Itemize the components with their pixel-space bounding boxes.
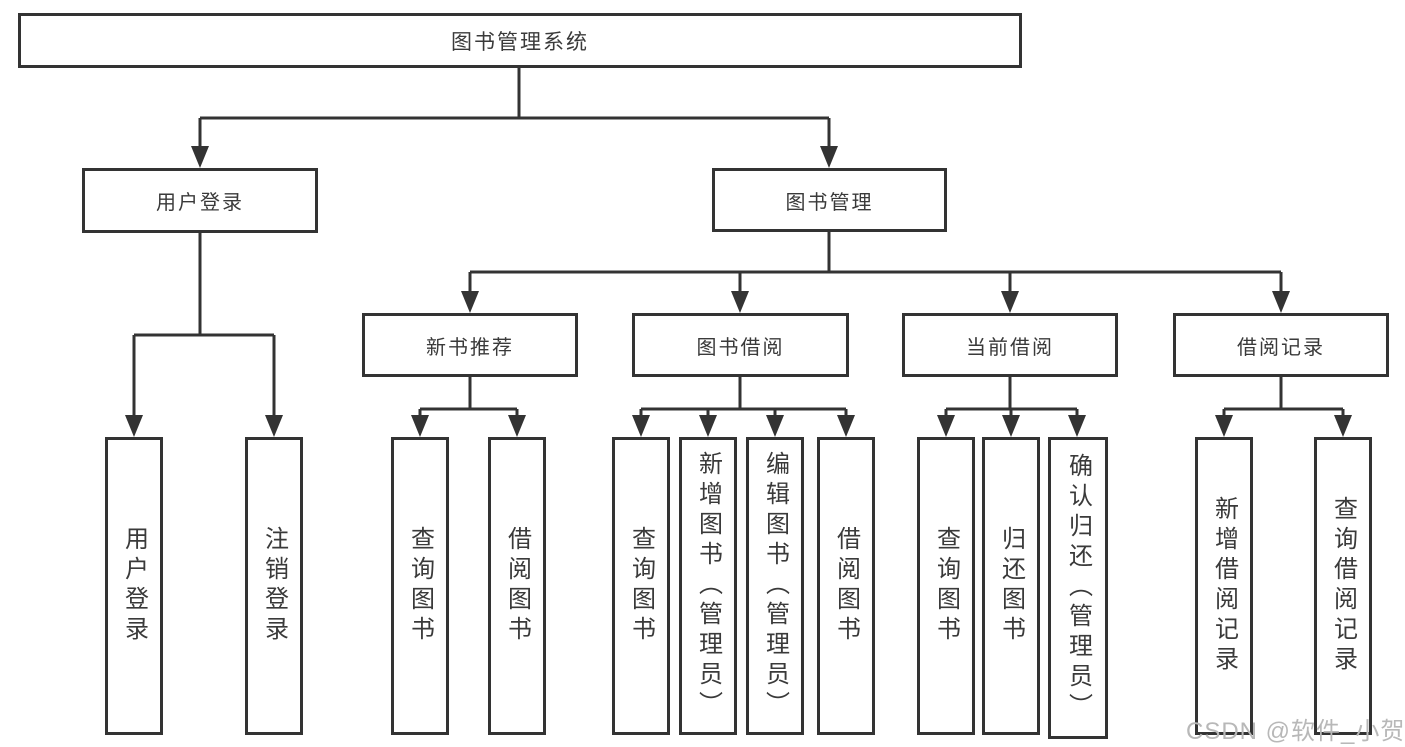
leaf-user-login: 用户登录 — [105, 437, 163, 735]
node-book-management: 图书管理 — [712, 168, 947, 232]
node-label: 借阅记录 — [1237, 336, 1325, 359]
leaf-borrow-books: 借阅图书 — [817, 437, 875, 735]
leaf-query-books: 查询图书 — [917, 437, 975, 735]
leaf-add-books-admin: 新增图书（管理员） — [679, 437, 737, 735]
node-label: 新增借阅记录 — [1210, 496, 1238, 676]
node-new-book-recommend: 新书推荐 — [362, 313, 578, 377]
node-label: 新增图书（管理员） — [694, 451, 722, 721]
node-label: 图书借阅 — [696, 336, 785, 359]
leaf-query-books: 查询图书 — [612, 437, 670, 735]
csdn-watermark: CSDN @软件_小贺同学 — [1186, 718, 1405, 745]
node-label: 归还图书 — [997, 526, 1025, 646]
connector-lines — [132, 68, 1345, 419]
node-label: 当前借阅 — [966, 336, 1054, 359]
node-label: 编辑图书（管理员） — [761, 451, 789, 721]
node-label: 借阅图书 — [503, 526, 531, 646]
leaf-logout: 注销登录 — [245, 437, 303, 735]
node-label: 查询图书 — [627, 526, 655, 646]
leaf-return-books: 归还图书 — [982, 437, 1040, 735]
node-label: 图书管理系统 — [451, 30, 589, 54]
node-label: 图书管理 — [785, 191, 874, 214]
node-label: 查询借阅记录 — [1329, 496, 1357, 676]
leaf-borrow-books: 借阅图书 — [488, 437, 546, 735]
arrowheads — [125, 146, 1352, 437]
node-user-login: 用户登录 — [82, 168, 318, 233]
leaf-query-borrow-record: 查询借阅记录 — [1314, 437, 1372, 735]
node-label: 查询图书 — [406, 526, 434, 646]
leaf-confirm-return-admin: 确认归还（管理员） — [1048, 437, 1108, 739]
node-current-borrowing: 当前借阅 — [902, 313, 1118, 377]
node-library-management-system: 图书管理系统 — [18, 13, 1022, 68]
node-label: 用户登录 — [120, 526, 148, 646]
leaf-add-borrow-record: 新增借阅记录 — [1195, 437, 1253, 735]
leaf-edit-books-admin: 编辑图书（管理员） — [746, 437, 804, 735]
node-label: 确认归还（管理员） — [1064, 453, 1092, 723]
node-borrow-records: 借阅记录 — [1173, 313, 1389, 377]
leaf-query-books: 查询图书 — [391, 437, 449, 735]
node-label: 新书推荐 — [426, 336, 514, 359]
node-label: 用户登录 — [156, 192, 244, 214]
node-label: 查询图书 — [932, 526, 960, 646]
node-label: 注销登录 — [260, 526, 288, 646]
node-book-borrowing: 图书借阅 — [632, 313, 849, 377]
node-label: 借阅图书 — [832, 526, 860, 646]
